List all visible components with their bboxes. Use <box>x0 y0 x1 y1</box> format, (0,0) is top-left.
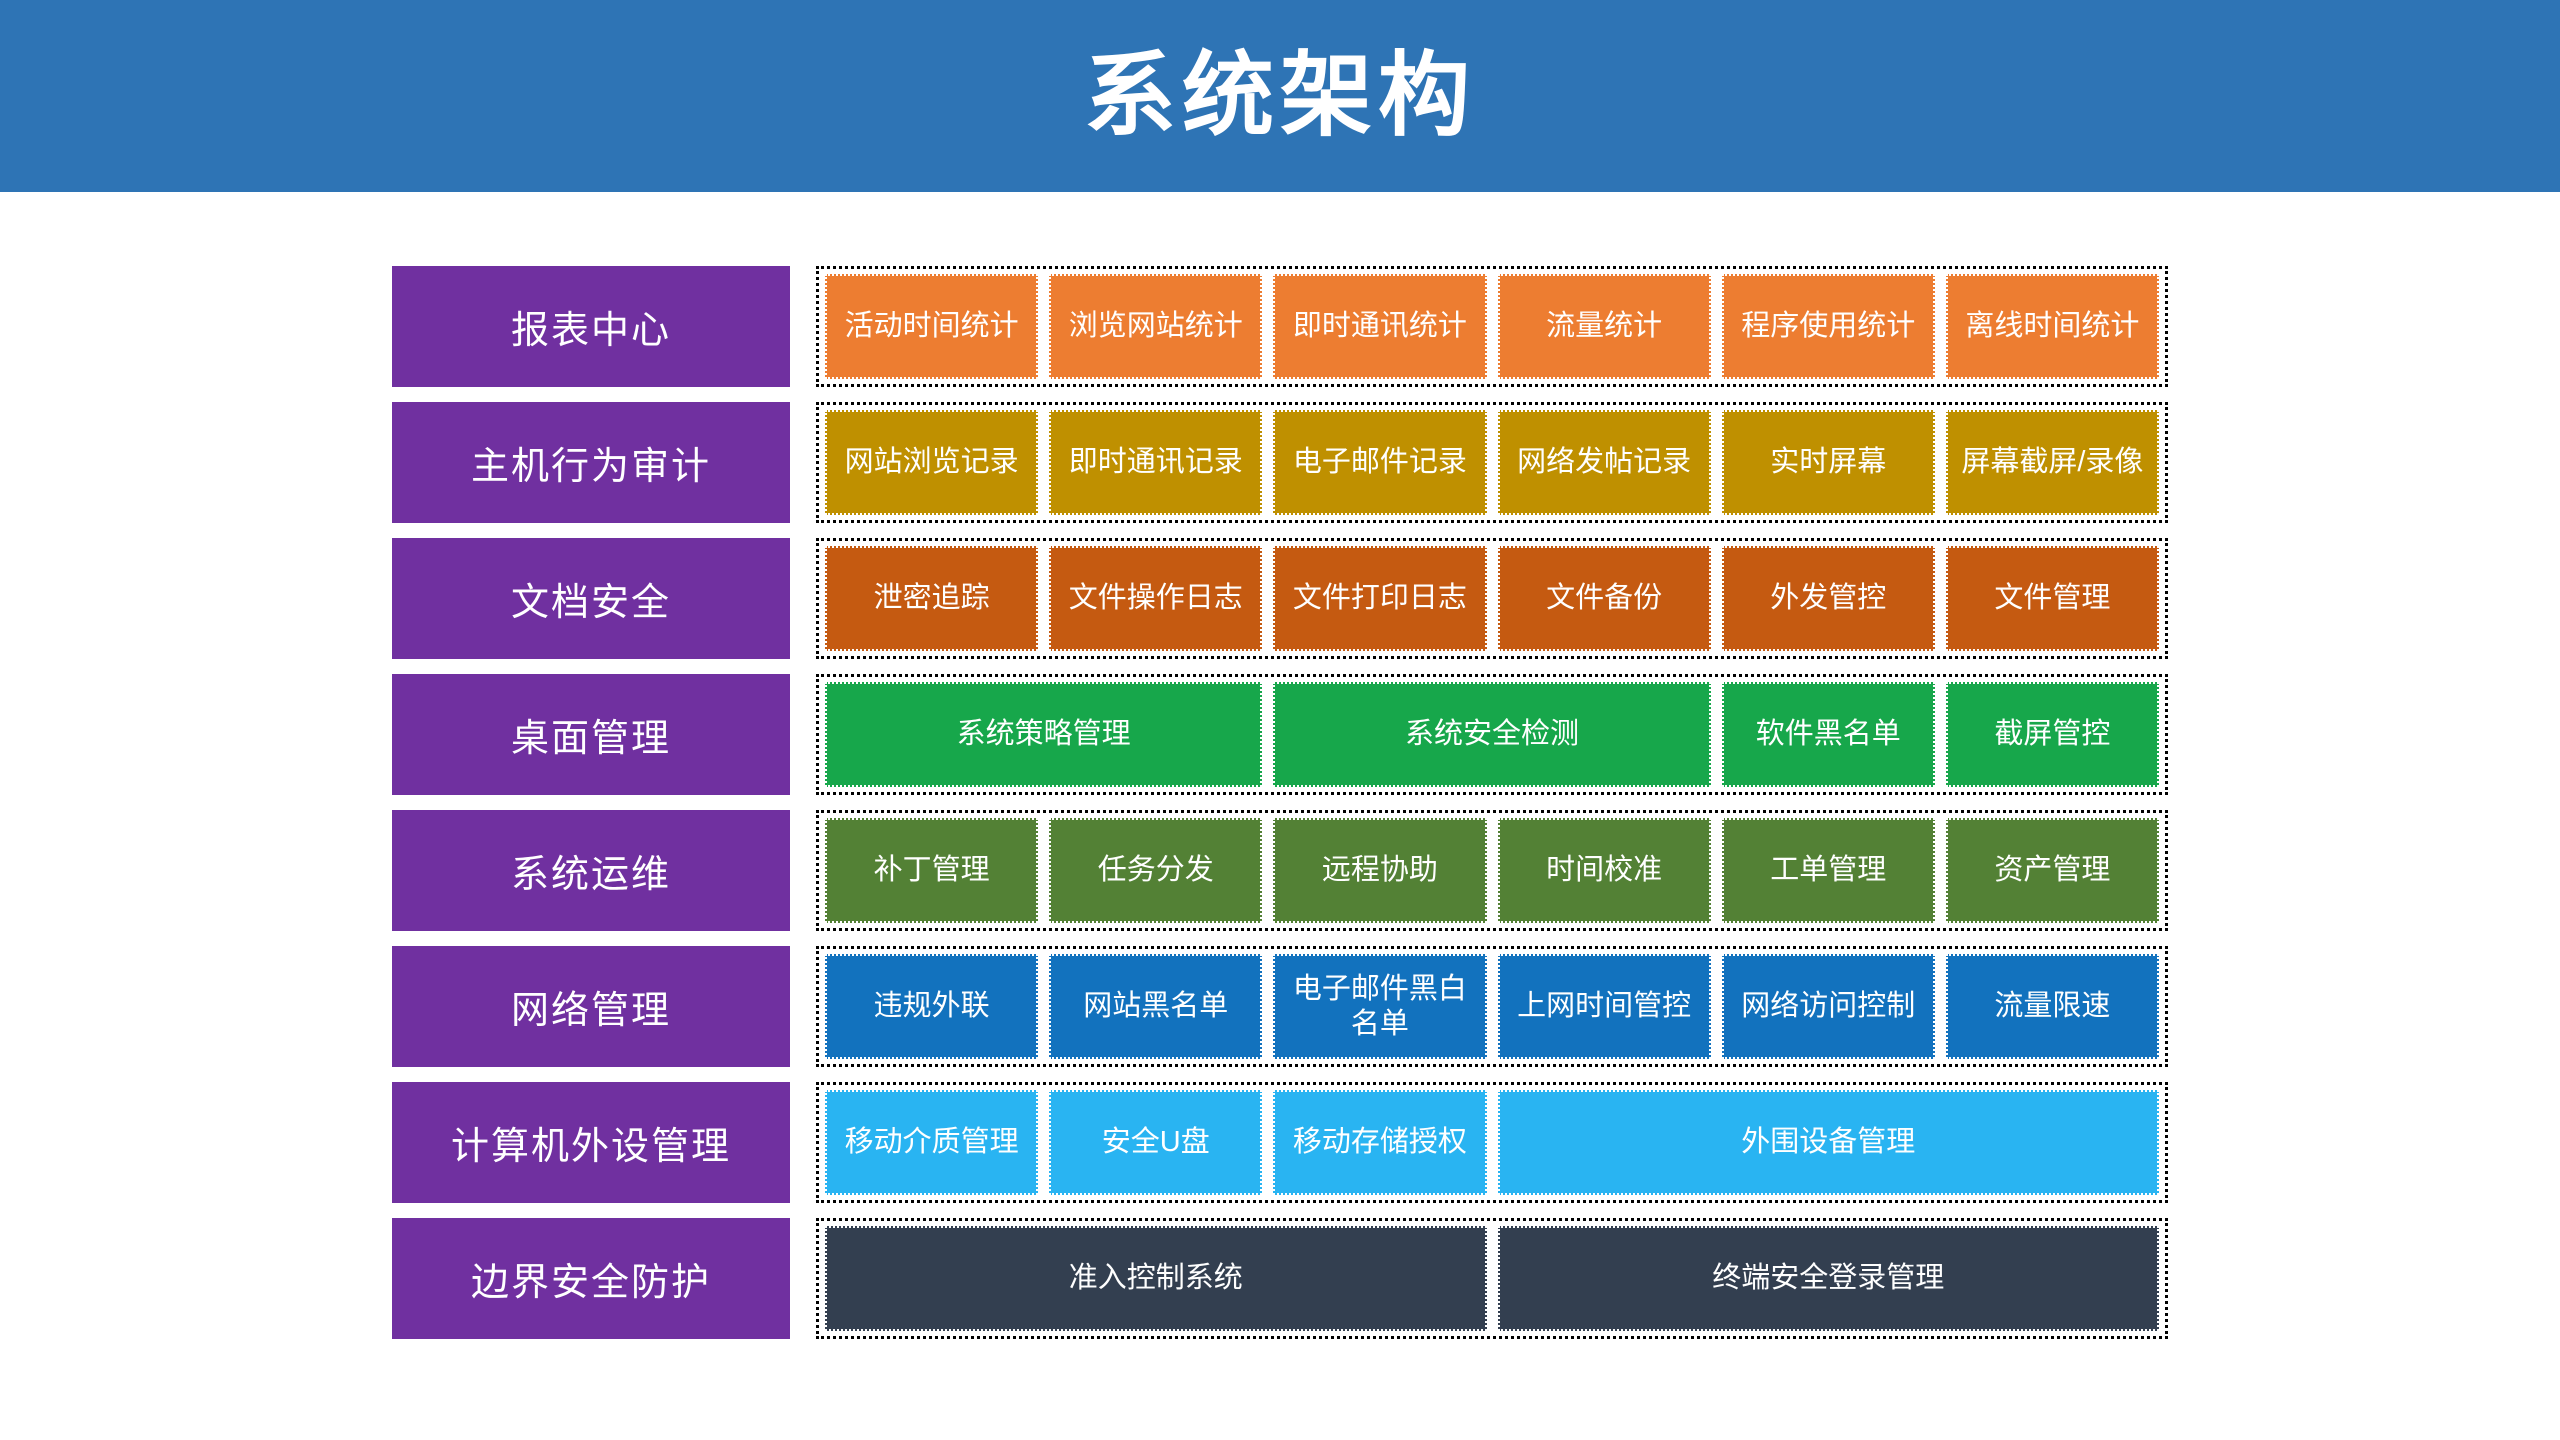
module-block: 上网时间管控 <box>1497 954 1711 1059</box>
module-block: 文件备份 <box>1497 546 1711 651</box>
row-document-security: 文档安全 泄密追踪 文件操作日志 文件打印日志 文件备份 外发管控 文件管理 <box>392 538 2168 659</box>
category-label: 边界安全防护 <box>392 1218 790 1339</box>
row-report-center: 报表中心 活动时间统计 浏览网站统计 即时通讯统计 流量统计 程序使用统计 离线… <box>392 266 2168 387</box>
category-label: 桌面管理 <box>392 674 790 795</box>
category-label: 计算机外设管理 <box>392 1082 790 1203</box>
module-block: 流量统计 <box>1497 274 1711 379</box>
row-system-operations: 系统运维 补丁管理 任务分发 远程协助 时间校准 工单管理 资产管理 <box>392 810 2168 931</box>
module-block: 时间校准 <box>1497 818 1711 923</box>
module-group: 违规外联 网站黑名单 电子邮件黑白名单 上网时间管控 网络访问控制 流量限速 <box>816 946 2168 1067</box>
module-block: 实时屏幕 <box>1721 410 1935 515</box>
category-label: 报表中心 <box>392 266 790 387</box>
module-block: 屏幕截屏/录像 <box>1945 410 2159 515</box>
module-block: 电子邮件黑白名单 <box>1273 954 1487 1059</box>
module-group: 活动时间统计 浏览网站统计 即时通讯统计 流量统计 程序使用统计 离线时间统计 <box>816 266 2168 387</box>
module-block: 即时通讯记录 <box>1049 410 1263 515</box>
module-block: 任务分发 <box>1049 818 1263 923</box>
module-block: 准入控制系统 <box>825 1226 1487 1331</box>
module-group: 网站浏览记录 即时通讯记录 电子邮件记录 网络发帖记录 实时屏幕 屏幕截屏/录像 <box>816 402 2168 523</box>
module-block: 移动介质管理 <box>825 1090 1039 1195</box>
module-block: 活动时间统计 <box>825 274 1039 379</box>
module-block: 终端安全登录管理 <box>1497 1226 2159 1331</box>
architecture-diagram: 报表中心 活动时间统计 浏览网站统计 即时通讯统计 流量统计 程序使用统计 离线… <box>392 266 2168 1339</box>
module-block: 离线时间统计 <box>1945 274 2159 379</box>
module-block: 工单管理 <box>1721 818 1935 923</box>
module-block: 程序使用统计 <box>1721 274 1935 379</box>
page-title: 系统架构 <box>1083 45 1476 147</box>
module-block: 安全U盘 <box>1049 1090 1263 1195</box>
row-peripheral-management: 计算机外设管理 移动介质管理 安全U盘 移动存储授权 外围设备管理 <box>392 1082 2168 1203</box>
module-group: 准入控制系统 终端安全登录管理 <box>816 1218 2168 1339</box>
module-block: 文件管理 <box>1945 546 2159 651</box>
module-block: 系统安全检测 <box>1273 682 1711 787</box>
module-group: 泄密追踪 文件操作日志 文件打印日志 文件备份 外发管控 文件管理 <box>816 538 2168 659</box>
module-group: 系统策略管理 系统安全检测 软件黑名单 截屏管控 <box>816 674 2168 795</box>
category-label: 文档安全 <box>392 538 790 659</box>
module-group: 移动介质管理 安全U盘 移动存储授权 外围设备管理 <box>816 1082 2168 1203</box>
module-block: 网站浏览记录 <box>825 410 1039 515</box>
module-block: 外围设备管理 <box>1497 1090 2159 1195</box>
module-block: 电子邮件记录 <box>1273 410 1487 515</box>
module-block: 即时通讯统计 <box>1273 274 1487 379</box>
module-block: 外发管控 <box>1721 546 1935 651</box>
module-block: 流量限速 <box>1945 954 2159 1059</box>
category-label: 系统运维 <box>392 810 790 931</box>
module-group: 补丁管理 任务分发 远程协助 时间校准 工单管理 资产管理 <box>816 810 2168 931</box>
module-block: 补丁管理 <box>825 818 1039 923</box>
module-block: 网络发帖记录 <box>1497 410 1711 515</box>
row-host-behavior-audit: 主机行为审计 网站浏览记录 即时通讯记录 电子邮件记录 网络发帖记录 实时屏幕 … <box>392 402 2168 523</box>
module-block: 文件操作日志 <box>1049 546 1263 651</box>
row-border-security: 边界安全防护 准入控制系统 终端安全登录管理 <box>392 1218 2168 1339</box>
module-block: 文件打印日志 <box>1273 546 1487 651</box>
module-block: 系统策略管理 <box>825 682 1263 787</box>
module-block: 浏览网站统计 <box>1049 274 1263 379</box>
module-block: 软件黑名单 <box>1721 682 1935 787</box>
row-desktop-management: 桌面管理 系统策略管理 系统安全检测 软件黑名单 截屏管控 <box>392 674 2168 795</box>
module-block: 网络访问控制 <box>1721 954 1935 1059</box>
header-banner: 系统架构 <box>0 0 2560 192</box>
row-network-management: 网络管理 违规外联 网站黑名单 电子邮件黑白名单 上网时间管控 网络访问控制 流… <box>392 946 2168 1067</box>
module-block: 移动存储授权 <box>1273 1090 1487 1195</box>
module-block: 远程协助 <box>1273 818 1487 923</box>
module-block: 违规外联 <box>825 954 1039 1059</box>
module-block: 泄密追踪 <box>825 546 1039 651</box>
category-label: 主机行为审计 <box>392 402 790 523</box>
module-block: 截屏管控 <box>1945 682 2159 787</box>
category-label: 网络管理 <box>392 946 790 1067</box>
module-block: 资产管理 <box>1945 818 2159 923</box>
module-block: 网站黑名单 <box>1049 954 1263 1059</box>
